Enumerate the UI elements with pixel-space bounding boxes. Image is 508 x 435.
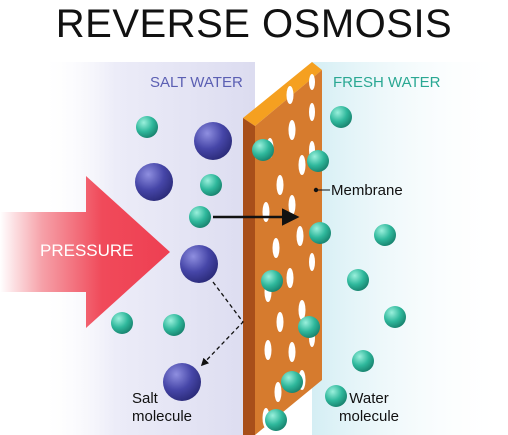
- water-molecule: [309, 222, 331, 244]
- salt-molecule: [180, 245, 218, 283]
- water-molecule: [261, 270, 283, 292]
- water-molecule: [136, 116, 158, 138]
- salt-molecule: [194, 122, 232, 160]
- salt-label-line1: Salt: [132, 390, 158, 407]
- fresh-water-header: FRESH WATER: [333, 74, 441, 91]
- water-molecule: [200, 174, 222, 196]
- salt-molecules: [135, 122, 232, 401]
- membrane: [243, 62, 322, 435]
- water-molecule: [265, 409, 287, 431]
- water-molecule: [347, 269, 369, 291]
- salt-molecule: [135, 163, 173, 201]
- water-molecule: [252, 139, 274, 161]
- water-molecule: [281, 371, 303, 393]
- salt-rejection-arrow: [200, 281, 244, 367]
- page-title: REVERSE OSMOSIS: [55, 2, 453, 46]
- salt-water-header: SALT WATER: [150, 74, 243, 91]
- water-molecule: [330, 106, 352, 128]
- water-molecule: [111, 312, 133, 334]
- water-label-line2: molecule: [339, 408, 400, 425]
- water-molecules: [111, 106, 406, 431]
- water-molecule: [352, 350, 374, 372]
- water-molecule-label: Water molecule: [339, 390, 399, 426]
- membrane-pointer-dot: [313, 187, 319, 193]
- salt-molecule: [163, 363, 201, 401]
- pressure-arrow: [0, 176, 170, 328]
- water-label-line1: Water: [349, 390, 389, 407]
- water-molecule: [325, 385, 347, 407]
- water-molecule: [307, 150, 329, 172]
- salt-molecule-label: Salt molecule: [132, 390, 192, 426]
- membrane-label: Membrane: [331, 182, 403, 199]
- water-molecule: [298, 316, 320, 338]
- membrane-pores: [262, 74, 315, 429]
- salt-label-line2: molecule: [132, 408, 193, 425]
- water-molecule: [374, 224, 396, 246]
- pressure-label: PRESSURE: [40, 241, 134, 260]
- water-molecule: [163, 314, 185, 336]
- water-molecule: [384, 306, 406, 328]
- water-molecule: [189, 206, 211, 228]
